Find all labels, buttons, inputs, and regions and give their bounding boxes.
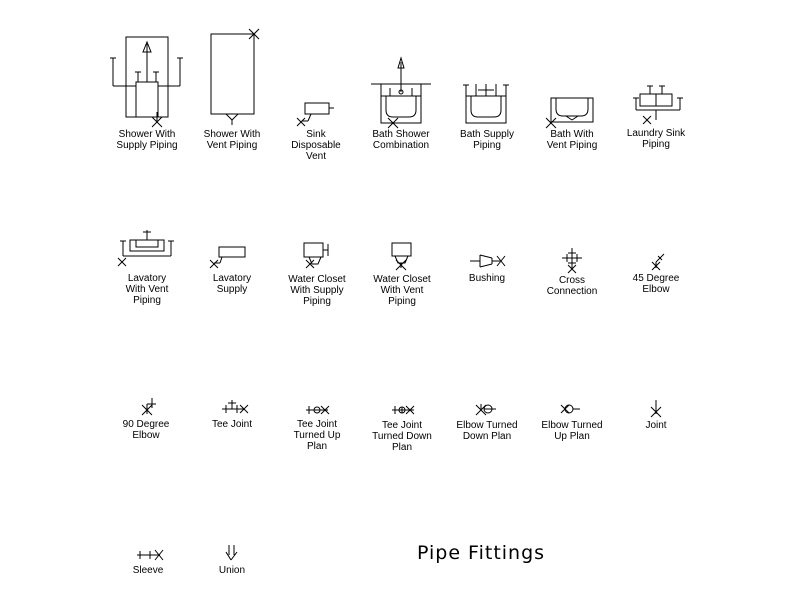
bath-supply-label-1: Bath Supply	[460, 129, 514, 140]
elbow-45-label-2: Elbow	[642, 284, 670, 295]
wc-vent-label-1: Water Closet	[373, 274, 431, 285]
bath-supply-label-2: Piping	[473, 140, 501, 151]
page-title: Pipe Fittings	[417, 542, 545, 564]
bath-shower-label-2: Combination	[373, 140, 429, 151]
union-label: Union	[219, 565, 245, 576]
elbow-45-symbol	[651, 253, 665, 271]
sink-label-3: Vent	[306, 151, 326, 162]
wc-vent-symbol	[391, 242, 412, 271]
elbow-45-label-1: 45 Degree	[633, 273, 680, 284]
bath-shower-label-1: Bath Shower	[372, 129, 430, 140]
union-symbol	[225, 545, 238, 561]
shower-supply-label-1: Shower With	[119, 129, 176, 140]
sleeve-label: Sleeve	[133, 565, 164, 576]
lavatory-vent-label-3: Piping	[133, 295, 161, 306]
lavatory-supply-symbol	[209, 246, 246, 269]
shower-vent-label-1: Shower With	[204, 129, 261, 140]
lavatory-vent-symbol	[117, 230, 174, 267]
elbow-up-symbol	[560, 404, 580, 414]
bushing-symbol	[470, 254, 506, 268]
tee-down-label-1: Tee Joint	[382, 420, 422, 431]
bath-vent-label-2: Vent Piping	[547, 140, 598, 151]
laundry-label-1: Laundry Sink	[627, 128, 686, 139]
bushing-label: Bushing	[469, 273, 505, 284]
elbow-down-label-1: Elbow Turned	[456, 420, 517, 431]
laundry-sink-symbol	[633, 85, 683, 125]
sleeve-symbol	[137, 549, 164, 561]
wc-supply-label-2: With Supply	[290, 285, 343, 296]
bath-shower-symbol	[371, 56, 431, 129]
tee-joint-label: Tee Joint	[212, 419, 252, 430]
wc-vent-label-2: With Vent	[381, 285, 424, 296]
tee-down-symbol	[392, 405, 415, 415]
wc-supply-label-3: Piping	[303, 296, 331, 307]
joint-symbol	[650, 400, 662, 418]
lavatory-supply-label-2: Supply	[217, 284, 248, 295]
lavatory-vent-label-2: With Vent	[126, 284, 169, 295]
shower-supply-symbol	[110, 36, 183, 128]
elbow-down-label-2: Down Plan	[463, 431, 511, 442]
cross-label-2: Connection	[547, 286, 598, 297]
cross-label-1: Cross	[559, 275, 585, 286]
bath-vent-label-1: Bath With	[550, 129, 593, 140]
elbow-90-label-1: 90 Degree	[123, 419, 170, 430]
elbow-90-symbol	[141, 398, 156, 416]
bath-supply-symbol	[463, 84, 509, 124]
lavatory-supply-label-1: Lavatory	[213, 273, 251, 284]
wc-supply-label-1: Water Closet	[288, 274, 346, 285]
elbow-down-symbol	[475, 404, 496, 416]
joint-label: Joint	[645, 420, 666, 431]
elbow-90-label-2: Elbow	[132, 430, 160, 441]
tee-up-label-3: Plan	[307, 441, 327, 452]
tee-down-label-3: Plan	[392, 442, 412, 453]
elbow-up-label-1: Elbow Turned	[541, 420, 602, 431]
shower-vent-label-2: Vent Piping	[207, 140, 258, 151]
wc-vent-label-3: Piping	[388, 296, 416, 307]
sink-disposable-vent-symbol	[296, 102, 334, 127]
shower-supply-label-2: Supply Piping	[116, 140, 177, 151]
shower-vent-symbol	[210, 28, 260, 125]
elbow-up-label-2: Up Plan	[554, 431, 590, 442]
tee-up-symbol	[306, 405, 330, 415]
tee-up-label-2: Turned Up	[294, 430, 341, 441]
bath-vent-symbol	[545, 97, 594, 129]
lavatory-vent-label-1: Lavatory	[128, 273, 166, 284]
tee-up-label-1: Tee Joint	[297, 419, 337, 430]
sink-label-2: Disposable	[291, 140, 341, 151]
sink-label-1: Sink	[306, 129, 326, 140]
tee-down-label-2: Turned Down	[372, 431, 432, 442]
cross-connection-symbol	[562, 248, 582, 274]
wc-supply-symbol	[303, 242, 329, 269]
laundry-label-2: Piping	[642, 139, 670, 150]
tee-joint-symbol	[222, 400, 249, 414]
